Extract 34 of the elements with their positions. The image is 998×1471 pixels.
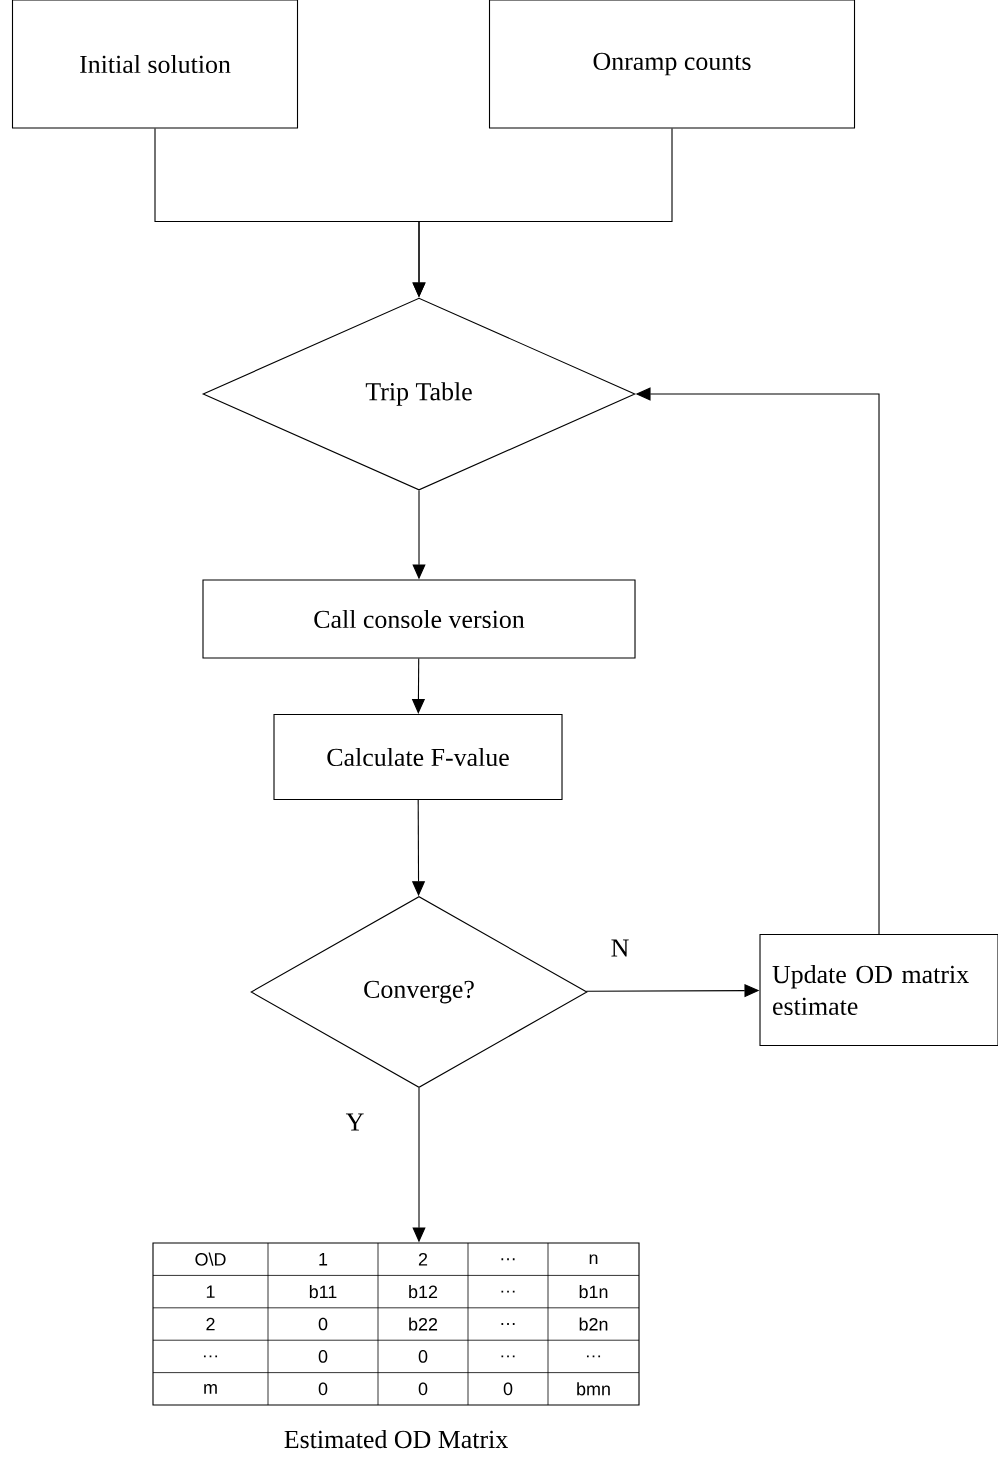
table-cell: 0 <box>318 1317 328 1331</box>
process-box: Call console version <box>202 579 636 659</box>
table-cell: m <box>204 1384 217 1394</box>
table-cell: … <box>501 1258 515 1261</box>
table-cell: … <box>501 1323 515 1325</box>
table-cell: b11 <box>309 1285 337 1299</box>
table-caption: Estimated OD Matrix <box>284 1429 508 1449</box>
table-cell: b1n <box>579 1285 608 1299</box>
edge-label: Y <box>345 1113 364 1131</box>
process-box: Calculate F-value <box>273 713 563 801</box>
table-cell: b12 <box>409 1285 438 1299</box>
table-cell: … <box>501 1290 515 1293</box>
table-cell: 0 <box>503 1382 513 1396</box>
process-box: Update OD matrix estimate <box>759 933 998 1047</box>
table-cell: n <box>589 1254 598 1265</box>
table-cell: … <box>501 1355 515 1358</box>
process-box: Onramp counts <box>488 0 856 129</box>
table-cell: b22 <box>409 1317 438 1331</box>
table-cell: 2 <box>206 1317 215 1331</box>
process-box: Initial solution <box>11 0 299 129</box>
edge-label: N <box>611 939 629 957</box>
table-cell: … <box>587 1355 601 1358</box>
table-cell: 1 <box>319 1253 328 1266</box>
table-cell: b2n <box>579 1317 608 1331</box>
table-cell: 0 <box>418 1382 428 1396</box>
table-cell: 1 <box>206 1285 215 1298</box>
table-cell: O\D <box>195 1252 226 1266</box>
table-cell: … <box>203 1355 218 1358</box>
table-cell: 0 <box>318 1382 328 1396</box>
table-cell: 0 <box>418 1350 428 1363</box>
table-frame <box>152 1242 640 1406</box>
table-cell: bmn <box>577 1382 610 1396</box>
table-cell: 2 <box>418 1252 428 1266</box>
table-cell: 0 <box>318 1350 328 1363</box>
